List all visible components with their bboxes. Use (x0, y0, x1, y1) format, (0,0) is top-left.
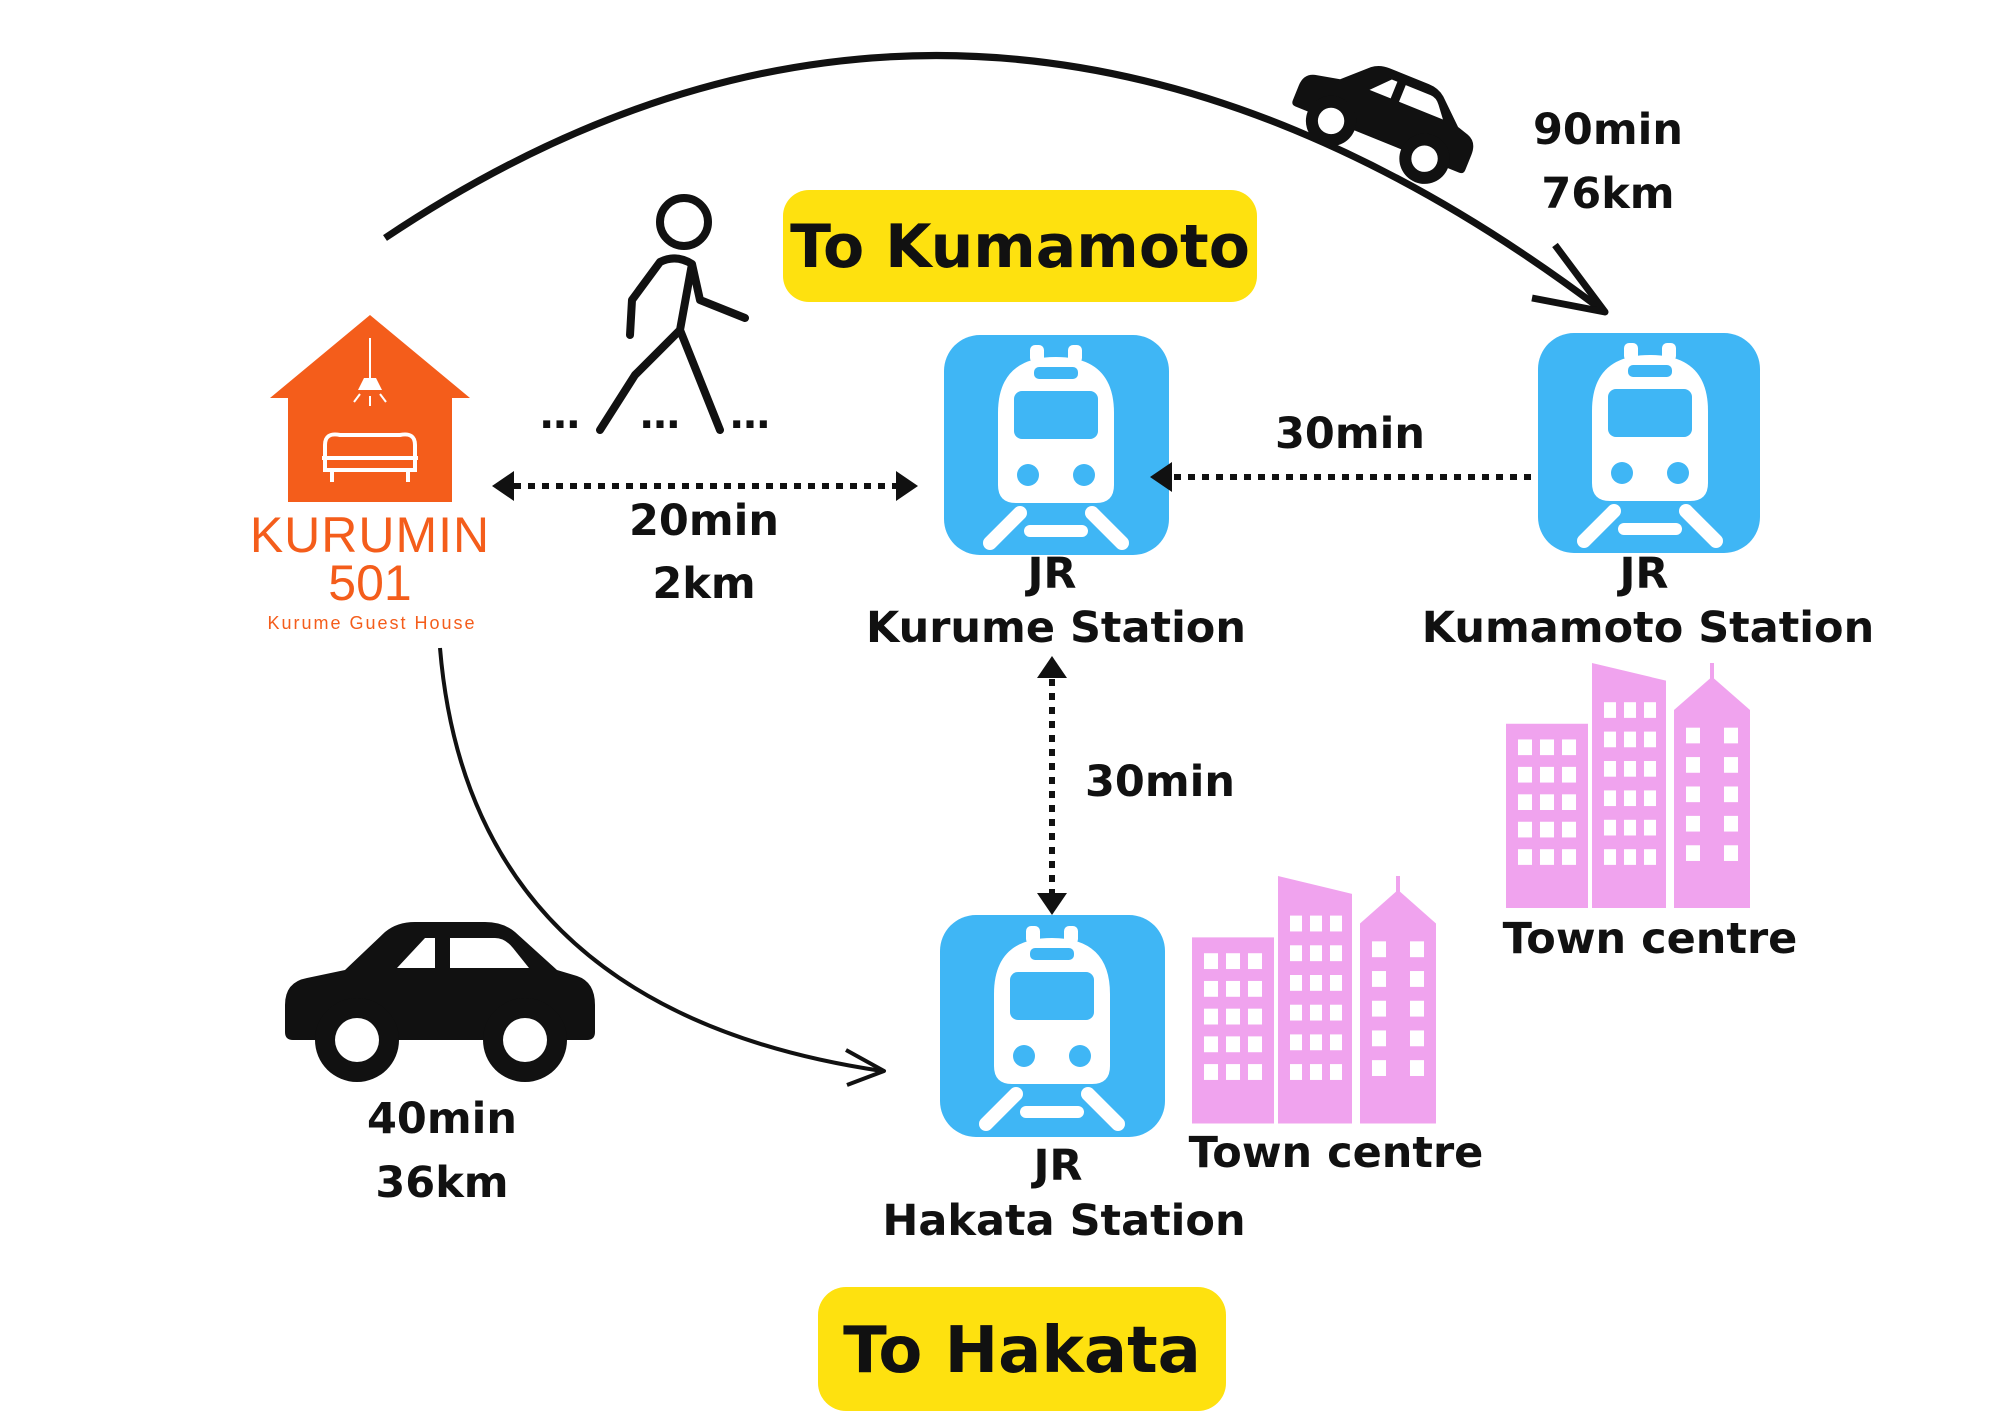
rail-kumamoto-time-label: 30min (1275, 409, 1425, 459)
to-hakata-label: To Hakata (843, 1314, 1201, 1388)
train-icon (940, 915, 1165, 1137)
to-hakata-pill (818, 1287, 1226, 1411)
rail-route-hakata-arrow-down (1037, 893, 1067, 915)
rail-route-hakata-arrow-up (1037, 656, 1067, 678)
kumamoto-station-name: Kumamoto Station (1422, 603, 1874, 653)
car-hakata-distance-label: 36km (375, 1158, 508, 1208)
walk-ground-dots-right: … (730, 392, 770, 438)
kumamoto-station-line: JR (1616, 549, 1668, 599)
guest-house-name-line1: KURUMIN (250, 507, 490, 563)
walk-ground-dots: … (540, 392, 580, 438)
kurume-station-line: JR (1024, 549, 1076, 599)
guest-house-tagline: Kurume Guest House (267, 613, 476, 633)
buildings-icon (1506, 663, 1750, 908)
walk-ground-dots-middle: … (640, 392, 680, 438)
walk-route-arrow-right (896, 471, 918, 501)
car-icon (285, 922, 595, 1082)
guest-house-name-line2: 501 (328, 555, 411, 611)
train-icon (1538, 333, 1760, 553)
to-kumamoto-pill (783, 190, 1257, 302)
hakata-station-name: Hakata Station (882, 1196, 1245, 1246)
car-route-hakata-arc (438, 647, 883, 1073)
kumamoto-town-centre-label: Town centre (1503, 914, 1798, 964)
car-kumamoto-distance-label: 76km (1541, 169, 1674, 219)
walk-time-label: 20min (629, 496, 779, 546)
car-kumamoto-time-label: 90min (1533, 105, 1683, 155)
train-icon (944, 335, 1169, 555)
walk-route-arrow-left (492, 471, 514, 501)
kurume-station-name: Kurume Station (866, 603, 1246, 653)
walking-person-icon (596, 194, 749, 434)
rail-hakata-time-label: 30min (1085, 757, 1235, 807)
rail-route-kumamoto-arrow-left (1150, 462, 1172, 492)
car-route-kumamoto-arrowhead (1531, 242, 1609, 316)
house-icon (270, 315, 470, 502)
car-route-hakata-arrowhead (845, 1048, 886, 1087)
to-kumamoto-label: To Kumamoto (790, 212, 1250, 282)
car-route-kumamoto-arc (383, 52, 1605, 313)
walk-distance-label: 2km (652, 559, 755, 609)
hakata-station-line: JR (1030, 1141, 1082, 1191)
buildings-icon (1192, 876, 1436, 1124)
car-hakata-time-label: 40min (367, 1094, 517, 1144)
hakata-town-centre-label: Town centre (1189, 1128, 1484, 1178)
